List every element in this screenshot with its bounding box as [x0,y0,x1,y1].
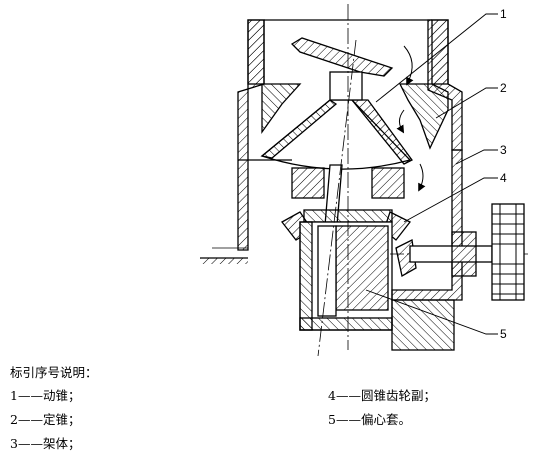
fixed-cone-left [261,83,302,135]
shaft-bearing [451,231,477,277]
leader-1 [375,13,498,103]
housing-inner [317,225,337,317]
legend-item-label: 动锥； [42,388,81,403]
legend-item-2: 2——定锥； [10,409,80,428]
fixed-cone-right [398,83,449,150]
legend-item-3: 3——架体； [10,433,80,452]
pulley-grooves [492,204,524,300]
legend-item-dash: —— [335,412,361,427]
callout-1: 1 [500,7,507,21]
leader-3 [455,149,498,165]
support-left [291,167,325,199]
legend-item-label: 圆锥齿轮副； [360,388,436,403]
legend-item-label: 架体； [42,436,81,451]
frame-base-right [391,299,455,351]
legend-item-number: 3 [10,436,18,451]
moving-cone-liner-left [260,99,338,159]
callout-3: 3 [500,143,507,157]
legend-item-1: 1——动锥； [10,385,80,404]
cone-neck [329,71,363,101]
frame-top-left [247,19,265,85]
legend-item-dash: —— [17,436,43,451]
legend-item-number: 5 [328,412,336,427]
legend-item-number: 4 [328,388,336,403]
moving-cone-liner [350,99,413,165]
frame-top-right [431,19,449,85]
feed-plate [290,37,394,77]
pulley [491,203,525,301]
inclined-axis [317,39,357,357]
legend-title: 标引序号说明： [10,365,98,380]
crusher-section-drawing: 1 2 3 4 5 [200,4,528,357]
legend-item-label: 定锥； [42,412,81,427]
ground-hatch [200,258,248,264]
housing-bottom [299,317,393,331]
legend-item-label: 偏心套。 [360,412,411,427]
legend-item-dash: —— [17,412,43,427]
legend-item-number: 2 [10,412,18,427]
rotation-arrow-upper [403,45,414,86]
eccentric-sleeve [335,225,389,311]
sleeve-left-wall [299,221,313,331]
leader-5 [365,289,498,335]
rotation-arrow-mid [396,109,405,134]
callout-4: 4 [500,171,507,185]
legend-item-dash: —— [17,388,43,403]
legend-item-number: 1 [10,388,18,403]
drive-shaft [409,245,493,263]
legend-item-4: 4——圆锥齿轮副； [328,385,436,404]
legend-item-5: 5——偏心套。 [328,409,411,428]
leader-2 [435,87,498,119]
frame-right-lower [391,149,463,301]
support-right [371,167,405,199]
leader-4 [403,177,498,223]
legend-item-dash: —— [335,388,361,403]
callout-5: 5 [500,327,507,341]
rotation-arrow-lower [418,163,426,192]
callout-2: 2 [500,81,507,95]
